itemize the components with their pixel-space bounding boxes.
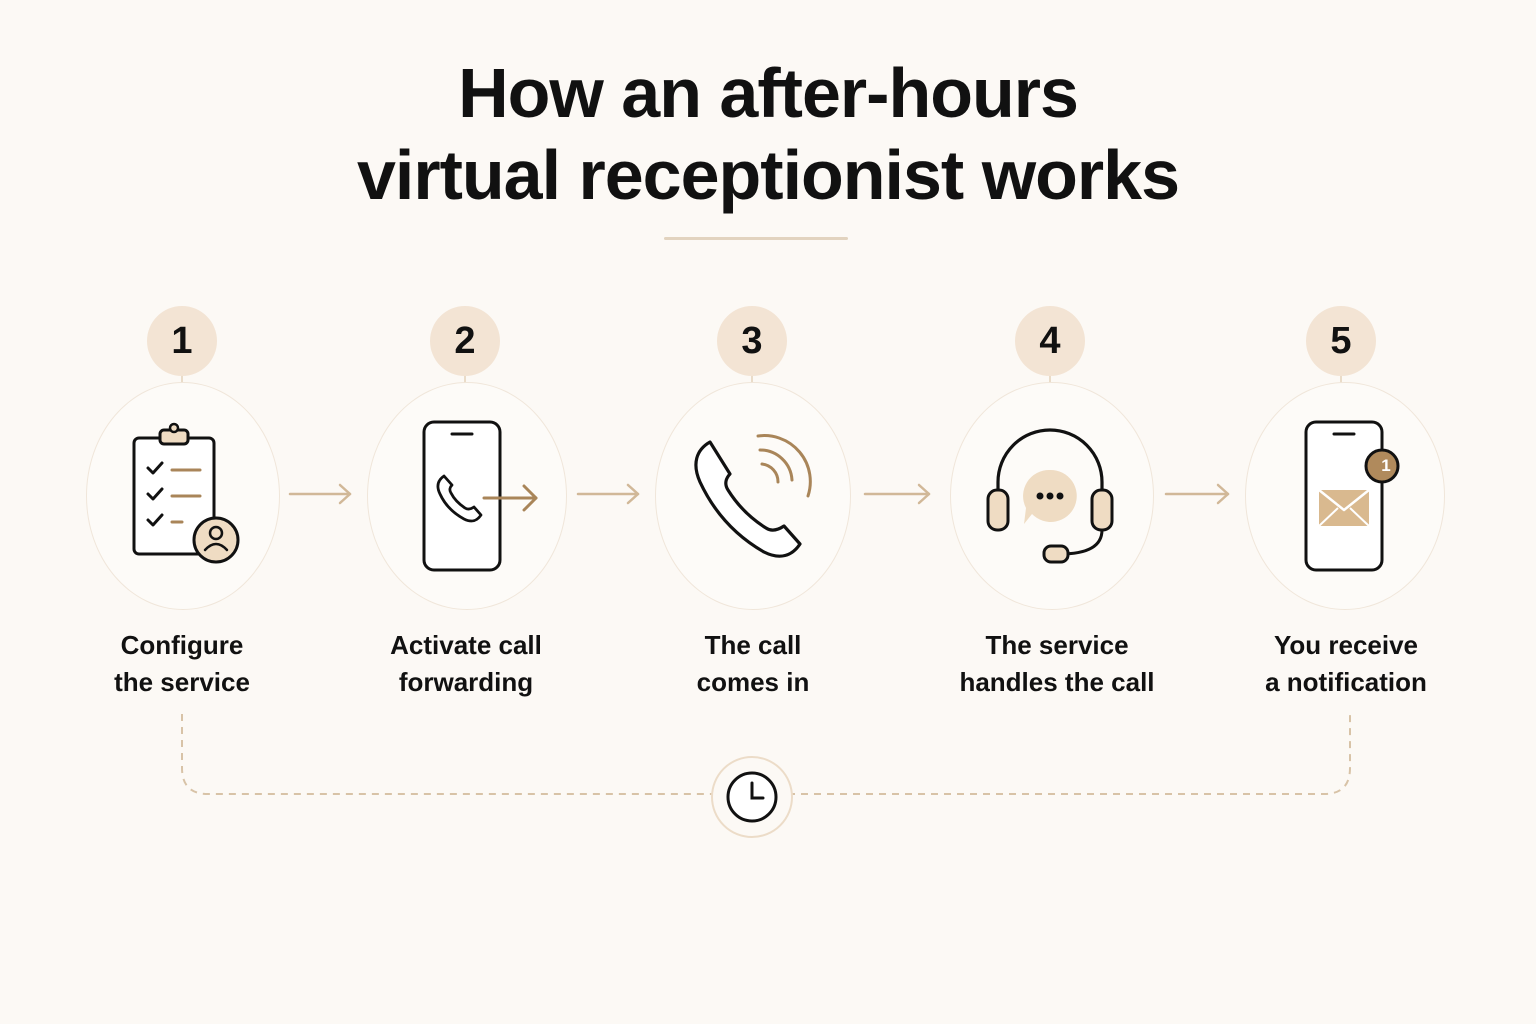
step-5-label-line-1: You receive	[1273, 630, 1419, 660]
step-2-number-badge: 2	[430, 306, 500, 386]
step-2-label: Activate call forwarding	[336, 627, 596, 701]
title-line-1: How an after-hours	[458, 54, 1079, 132]
step-3-label-line-2: comes in	[696, 667, 810, 697]
step-3-number-badge: 3	[717, 306, 787, 386]
clock-icon	[726, 771, 778, 823]
arrow-right-icon	[288, 483, 352, 505]
title-line-2: virtual receptionist works	[356, 136, 1180, 214]
step-1-label-line-2: the service	[114, 667, 250, 697]
step-4-number-badge: 4	[1015, 306, 1085, 386]
step-1-number-badge: 1	[147, 306, 217, 386]
step-5-icon-circle	[1245, 382, 1445, 610]
page-title: How an after-hours virtual receptionist …	[0, 52, 1536, 216]
step-2-label-line-2: forwarding	[398, 667, 534, 697]
step-1-label-line-1: Configure	[120, 630, 244, 660]
step-5-label-line-2: a notification	[1265, 667, 1427, 697]
step-4-label-line-2: handles the call	[959, 667, 1155, 697]
step-2-label-line-1: Activate call	[390, 630, 542, 660]
arrow-right-icon	[863, 483, 931, 505]
step-1-label: Configure the service	[52, 627, 312, 701]
ringing-phone-icon	[694, 434, 812, 558]
step-3-label: The call comes in	[623, 627, 883, 701]
title-divider	[664, 237, 848, 240]
clock-badge	[711, 756, 793, 838]
arrow-right-icon	[1164, 483, 1230, 505]
notification-count-badge: 1	[1381, 456, 1391, 475]
step-3-label-line-1: The call	[704, 630, 802, 660]
headset-chat-icon	[986, 428, 1114, 564]
step-5-number-badge: 5	[1306, 306, 1376, 386]
step-4-label-line-1: The service	[985, 630, 1129, 660]
step-3-icon-circle	[655, 382, 851, 610]
clipboard-checklist-user-icon	[132, 422, 240, 564]
step-4-label: The service handles the call	[927, 627, 1187, 701]
phone-mail-notification-icon	[1304, 420, 1400, 572]
step-5-label: You receive a notification	[1216, 627, 1476, 701]
arrow-right-icon	[576, 483, 640, 505]
phone-forward-icon	[422, 420, 538, 572]
